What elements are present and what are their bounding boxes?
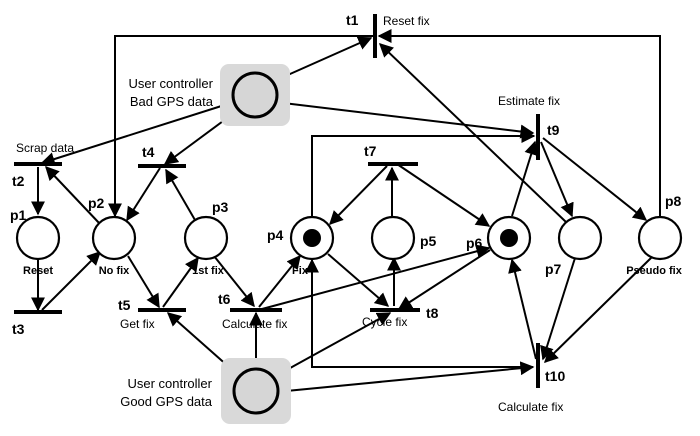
arc-t4-to-p2 xyxy=(126,167,161,222)
label-p1: p1 xyxy=(10,207,27,223)
label-t7: t7 xyxy=(364,143,377,159)
label-t4: t4 xyxy=(142,144,155,160)
controller-good-line1: User controller xyxy=(127,376,212,391)
arc-t7-to-p4 xyxy=(329,165,388,225)
sublabel-p8: Pseudo fix xyxy=(626,265,683,277)
label-p5: p5 xyxy=(420,233,437,249)
arc-t9-to-p7 xyxy=(540,141,574,218)
controller-bad-gps: User controller Bad GPS data xyxy=(128,64,290,126)
token-p6 xyxy=(500,229,518,247)
arc-p7-to-t1 xyxy=(378,43,567,223)
places xyxy=(15,215,683,261)
arc-p6-to-t8 xyxy=(397,249,491,310)
arc-t1-to-p2 xyxy=(108,35,375,218)
label-p3: p3 xyxy=(212,199,229,215)
caption-t10: Calculate fix xyxy=(498,400,563,414)
place-p5 xyxy=(370,215,416,261)
place-labels: p1 p2 p3 p4 p5 p6 p7 p8 Reset No fix 1st… xyxy=(10,193,683,277)
arc-p3-to-t6 xyxy=(213,255,255,308)
controller-bad-place xyxy=(231,71,279,119)
arc-t3-to-p2 xyxy=(41,251,101,311)
caption-t9: Estimate fix xyxy=(498,94,560,108)
arc-bad-to-t9 xyxy=(274,101,535,139)
arc-p7-to-t10 xyxy=(540,257,576,361)
arc-good-to-t10 xyxy=(275,361,535,393)
label-p6: p6 xyxy=(466,235,483,251)
label-t6: t6 xyxy=(218,291,231,307)
place-p8 xyxy=(637,215,683,261)
caption-t8: Cycle fix xyxy=(362,315,407,329)
arc-p4-to-t8 xyxy=(327,253,390,307)
caption-t5: Get fix xyxy=(120,317,155,331)
arc-t9-to-p8 xyxy=(542,137,648,221)
sublabel-p1: Reset xyxy=(23,265,53,277)
token-p4 xyxy=(303,229,321,247)
arc-p6-to-t9 xyxy=(511,140,538,217)
label-p7: p7 xyxy=(545,261,562,277)
label-t2: t2 xyxy=(12,173,25,189)
arc-p8-to-t10 xyxy=(544,255,654,363)
controller-good-place xyxy=(232,367,280,415)
caption-t2: Scrap data xyxy=(16,141,74,155)
arc-p4-to-t9 xyxy=(311,129,536,216)
sublabel-p4: Fix xyxy=(292,265,309,277)
controller-bad-line1: User controller xyxy=(128,76,213,91)
controller-good-line2: Good GPS data xyxy=(120,394,213,409)
transition-labels: t1 Reset fix t2 Scrap data t3 t4 t5 Get … xyxy=(12,12,565,414)
arc-t10-to-p4 xyxy=(305,258,533,368)
place-p3 xyxy=(183,215,229,261)
arc-t6-to-p4 xyxy=(258,254,301,308)
label-p4: p4 xyxy=(267,227,284,243)
arc-p3-to-t4 xyxy=(165,168,196,221)
label-t9: t9 xyxy=(547,122,560,138)
arc-t10-to-p6 xyxy=(508,258,537,360)
sublabel-p2: No fix xyxy=(99,265,130,277)
arc-good-to-t8 xyxy=(271,312,392,379)
caption-t1: Reset fix xyxy=(383,14,430,28)
place-p2 xyxy=(91,215,137,261)
label-p2: p2 xyxy=(88,195,105,211)
controller-bad-line2: Bad GPS data xyxy=(130,94,214,109)
arc-t5-to-p3 xyxy=(162,256,199,308)
label-t8: t8 xyxy=(426,305,439,321)
sublabel-p3: 1st fix xyxy=(192,265,225,277)
label-t1: t1 xyxy=(346,12,359,28)
arc-t7-to-p6 xyxy=(396,163,491,227)
place-p7 xyxy=(557,215,603,261)
label-p8: p8 xyxy=(665,193,682,209)
controller-good-gps: User controller Good GPS data xyxy=(120,358,291,424)
arc-p8-to-t1 xyxy=(377,29,661,218)
label-t10: t10 xyxy=(545,368,565,384)
arc-p2-to-t2 xyxy=(45,165,101,225)
caption-t6: Calculate fix xyxy=(222,317,287,331)
arc-t6-to-p6 xyxy=(261,244,491,310)
arc-bad-to-t2 xyxy=(40,101,235,166)
label-t5: t5 xyxy=(118,297,131,313)
transitions xyxy=(14,14,540,388)
arc-p2-to-t5 xyxy=(127,255,160,309)
place-p1 xyxy=(15,215,61,261)
label-t3: t3 xyxy=(12,321,25,337)
